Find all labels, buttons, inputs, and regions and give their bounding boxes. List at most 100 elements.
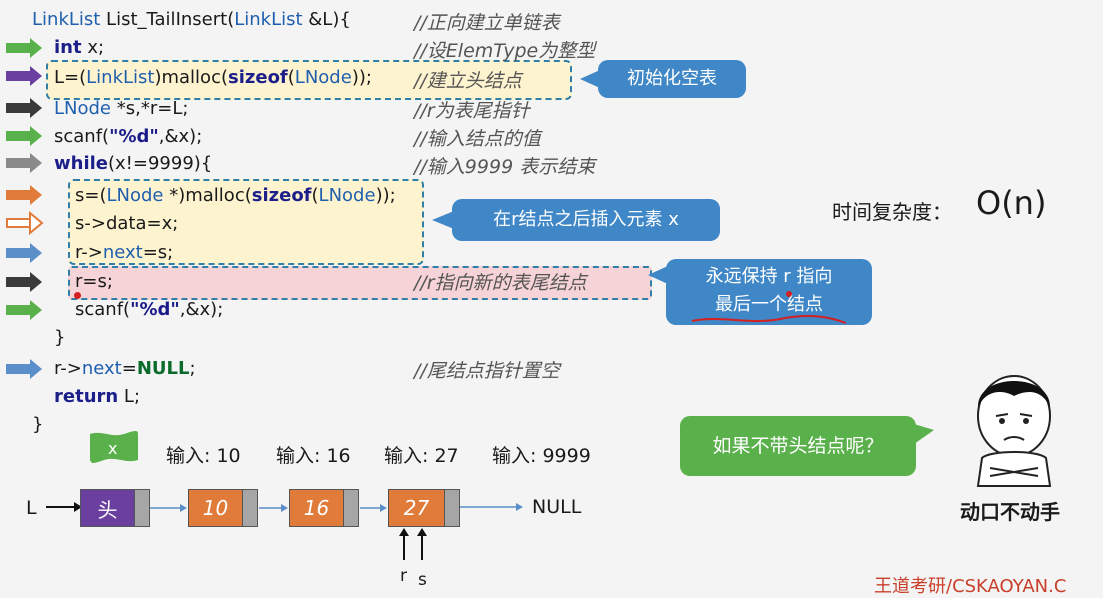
input-3: 输入: 27 bbox=[384, 445, 459, 467]
red-dot-mark bbox=[786, 291, 792, 297]
node-value: 头 bbox=[97, 497, 118, 522]
code-text: x; bbox=[81, 37, 105, 58]
code-text: L=( bbox=[54, 67, 87, 88]
keyword: return bbox=[54, 386, 119, 407]
code-line-5: scanf("%d",&x); bbox=[54, 123, 202, 151]
arrow-line-6-icon bbox=[6, 153, 42, 173]
flag-label: x bbox=[108, 439, 118, 458]
flag-icon bbox=[90, 431, 138, 463]
code-text: ( bbox=[287, 67, 295, 88]
comment-6: //输入9999 表示结束 bbox=[414, 156, 596, 178]
code-text: r=s; bbox=[75, 271, 113, 292]
type-name: LNode bbox=[106, 185, 164, 206]
code-text: s=( bbox=[75, 185, 107, 206]
callout-line-2: 最后一个结点 bbox=[715, 294, 823, 315]
code-text: = bbox=[121, 358, 137, 379]
comment-4: //r为表尾指针 bbox=[414, 100, 530, 122]
code-line-9: r->next=s; bbox=[75, 239, 173, 267]
field-name: next bbox=[81, 358, 122, 379]
code-text: scanf( bbox=[75, 299, 131, 320]
keyword: sizeof bbox=[251, 185, 312, 206]
arrow-line-4-icon bbox=[6, 98, 42, 118]
code-line-12: } bbox=[54, 324, 65, 352]
arrow-line-8-icon bbox=[6, 210, 44, 236]
keyword: sizeof bbox=[228, 67, 288, 88]
type-name: LNode bbox=[294, 67, 352, 88]
comment-1: //正向建立单链表 bbox=[414, 12, 560, 34]
format-string: "%d" bbox=[109, 126, 159, 147]
complexity-label: 时间复杂度： bbox=[832, 200, 952, 224]
code-line-4: LNode *s,*r=L; bbox=[54, 95, 188, 123]
code-line-11: scanf("%d",&x); bbox=[75, 296, 223, 324]
init-highlight-box bbox=[46, 60, 572, 100]
node-pointer-field bbox=[242, 490, 257, 526]
code-text: ; bbox=[189, 358, 196, 379]
r-pointer-arrow bbox=[399, 528, 409, 560]
arrow-line-7-icon bbox=[6, 185, 42, 205]
watermark: 王道考研/CSKAOYAN.C bbox=[874, 576, 1067, 597]
keep-r-last-callout: 永远保持 r 指向 最后一个结点 bbox=[666, 259, 872, 325]
complexity-value: O(n) bbox=[976, 184, 1047, 222]
node-pointer-field bbox=[444, 490, 459, 526]
comment-5: //输入结点的值 bbox=[414, 128, 541, 150]
code-text: ,&x); bbox=[179, 299, 224, 320]
code-text: )malloc( bbox=[154, 67, 228, 88]
insert-callout-tail bbox=[432, 211, 454, 229]
code-text: *)malloc( bbox=[163, 185, 252, 206]
list-arrows bbox=[46, 502, 523, 560]
code-line-1: LinkList List_TailInsert(LinkList &L){ bbox=[32, 6, 351, 34]
code-text: L; bbox=[118, 386, 141, 407]
code-text: r-> bbox=[54, 358, 82, 379]
line-arrows bbox=[6, 38, 44, 379]
comment-10: //r指向新的表尾结点 bbox=[414, 272, 587, 294]
code-text: ( bbox=[311, 185, 319, 206]
param-type: LinkList bbox=[234, 9, 303, 30]
r-pointer-label: r bbox=[400, 566, 407, 586]
head-pointer-label: L bbox=[26, 497, 37, 519]
meme-caption: 动口不动手 bbox=[960, 500, 1060, 524]
code-text: r-> bbox=[75, 242, 103, 263]
red-underline-mark bbox=[691, 315, 847, 324]
input-1: 输入: 10 bbox=[166, 445, 241, 467]
type-name: LinkList bbox=[86, 67, 155, 88]
code-line-6: while(x!=9999){ bbox=[54, 150, 212, 178]
code-text: scanf( bbox=[54, 126, 110, 147]
callout-text: 在r结点之后插入元素 x bbox=[493, 209, 679, 230]
list-node: 16 bbox=[289, 489, 359, 527]
code-text: =s; bbox=[142, 242, 174, 263]
code-text: s->data=x; bbox=[75, 213, 179, 234]
node-value: 27 bbox=[403, 496, 430, 520]
s-pointer-label: s bbox=[418, 570, 427, 590]
question-callout-tail bbox=[914, 424, 934, 444]
arrow-line-13-icon bbox=[6, 359, 42, 379]
init-empty-list-callout: 初始化空表 bbox=[598, 60, 746, 98]
arrow-line-5-icon bbox=[6, 126, 42, 146]
format-string: "%d" bbox=[130, 299, 180, 320]
null-literal: NULL bbox=[136, 358, 190, 379]
meme-face-icon bbox=[976, 375, 1052, 487]
null-arrow bbox=[460, 503, 523, 511]
list-node: 10 bbox=[188, 489, 258, 527]
code-text: )); bbox=[351, 67, 372, 88]
callout-line-1: 永远保持 r 指向 bbox=[705, 266, 833, 287]
code-line-7: s=(LNode *)malloc(sizeof(LNode)); bbox=[75, 182, 396, 210]
input-2: 输入: 16 bbox=[276, 445, 351, 467]
insert-highlight-box bbox=[68, 179, 424, 265]
code-line-10: r=s; bbox=[75, 268, 113, 296]
return-type: LinkList bbox=[32, 9, 101, 30]
node-pointer-field bbox=[343, 490, 358, 526]
no-head-node-question-callout: 如果不带头结点呢？ bbox=[680, 416, 916, 476]
param-rest: &L){ bbox=[302, 9, 351, 30]
list-node: 27 bbox=[388, 489, 460, 527]
head-node: 头 bbox=[80, 489, 150, 527]
code-text: )); bbox=[375, 185, 396, 206]
comment-3: //建立头结点 bbox=[414, 70, 522, 92]
code-line-2: int x; bbox=[54, 34, 104, 62]
arrow-line-2-icon bbox=[6, 38, 42, 58]
code-line-8: s->data=x; bbox=[75, 210, 178, 238]
code-text: *s,*r=L; bbox=[111, 98, 189, 119]
arrow-line-11-icon bbox=[6, 300, 42, 320]
node-pointer-field bbox=[134, 490, 149, 526]
code-line-3: L=(LinkList)malloc(sizeof(LNode)); bbox=[54, 64, 372, 92]
code-text: (x!=9999){ bbox=[108, 153, 213, 174]
